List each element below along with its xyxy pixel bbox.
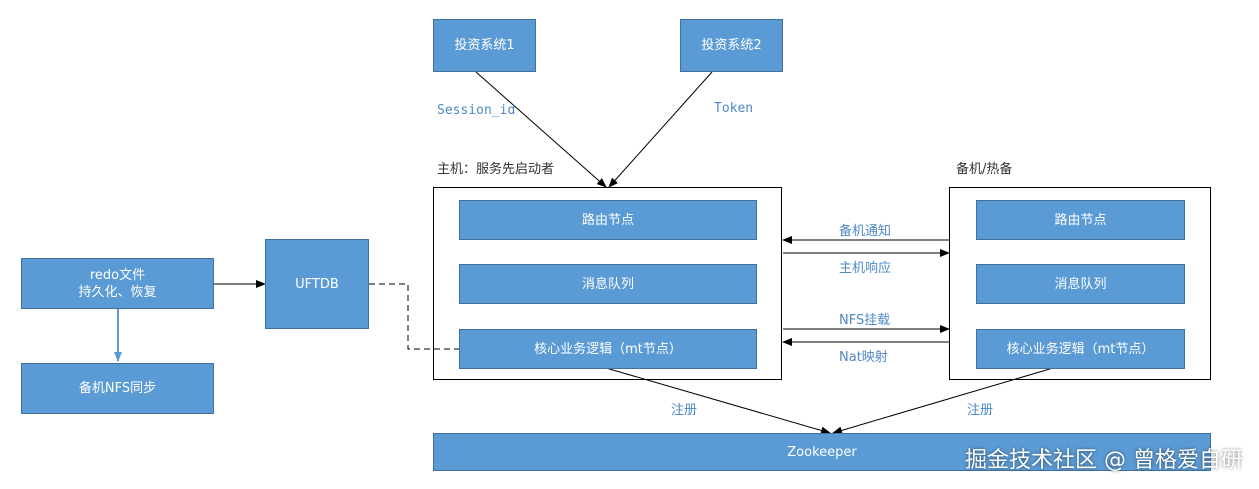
standby-host-title: 备机/热备: [956, 162, 1013, 177]
redo-file-box[interactable]: redo文件 持久化、恢复: [21, 258, 214, 309]
session-id-label: Session_id: [437, 103, 516, 118]
token-arrow: [608, 71, 713, 188]
token-label: Token: [714, 101, 754, 116]
nat-map-label: Nat映射: [839, 350, 888, 365]
session-arrow: [475, 71, 607, 188]
nfs-mount-label: NFS挂载: [839, 313, 891, 328]
invest-system-1[interactable]: 投资系统1: [433, 19, 536, 72]
register-right-arrow: [832, 367, 1054, 435]
register-left-label: 注册: [671, 403, 698, 418]
uftdb-box[interactable]: UFTDB: [265, 239, 369, 329]
uftdb-dashed-link: [369, 283, 459, 350]
primary-core-logic[interactable]: 核心业务逻辑（mt节点）: [459, 329, 757, 369]
register-right-label: 注册: [967, 403, 994, 418]
respond-label: 主机响应: [839, 261, 892, 276]
watermark-text: 掘金技术社区 @ 曾格爱自研: [965, 448, 1243, 473]
notify-label: 备机通知: [839, 224, 892, 239]
standby-route-node[interactable]: 路由节点: [976, 200, 1185, 240]
invest-system-2[interactable]: 投资系统2: [680, 19, 783, 72]
standby-nfs-sync-box[interactable]: 备机NFS同步: [21, 363, 214, 414]
primary-message-queue[interactable]: 消息队列: [459, 264, 757, 304]
standby-core-logic[interactable]: 核心业务逻辑（mt节点）: [976, 329, 1185, 369]
primary-route-node[interactable]: 路由节点: [459, 200, 757, 240]
register-left-arrow: [605, 367, 831, 435]
primary-host-title: 主机：服务先启动者: [437, 162, 555, 177]
zookeeper-bar[interactable]: Zookeeper: [433, 433, 1211, 471]
standby-message-queue[interactable]: 消息队列: [976, 264, 1185, 304]
